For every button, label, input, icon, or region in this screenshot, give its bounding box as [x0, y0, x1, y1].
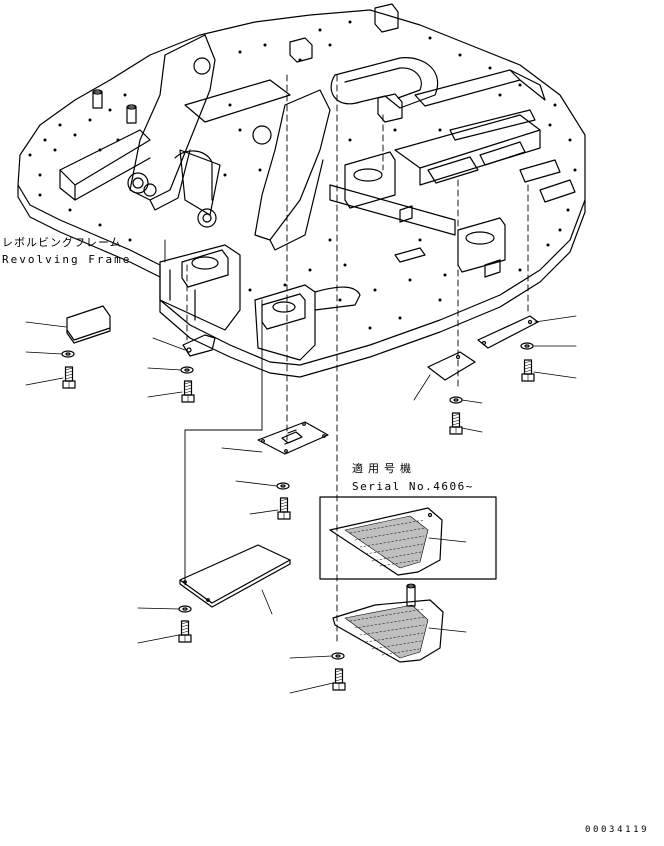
- cover-small-left: [66, 305, 111, 344]
- perforated-cover-lower: [332, 583, 444, 663]
- cover-right-small: [427, 351, 476, 381]
- serial-applicability-label-en: Serial No.4606~: [352, 480, 474, 493]
- washers: [61, 342, 534, 660]
- perforated-cover-boxed: [329, 507, 443, 576]
- drawing-number: 00034119: [585, 825, 650, 835]
- serial-applicability-label-jp: 適用号機: [352, 462, 416, 475]
- cover-vented-center: [257, 421, 329, 455]
- assembly-solid-lines: [164, 239, 263, 586]
- cover-long-bottom: [179, 544, 291, 608]
- revolving-frame-label-en: Revolving Frame: [2, 253, 132, 266]
- serial-applicability-box: [319, 496, 497, 580]
- cover-triangular-left: [182, 334, 216, 357]
- revolving-frame-label-jp: レボルビングフレーム: [2, 236, 122, 249]
- deck-bolt-holes: [28, 20, 577, 330]
- revolving-frame: [17, 3, 586, 378]
- bolts: [62, 359, 535, 691]
- leader-lines: [25, 315, 577, 694]
- cover-right-strip: [477, 315, 539, 349]
